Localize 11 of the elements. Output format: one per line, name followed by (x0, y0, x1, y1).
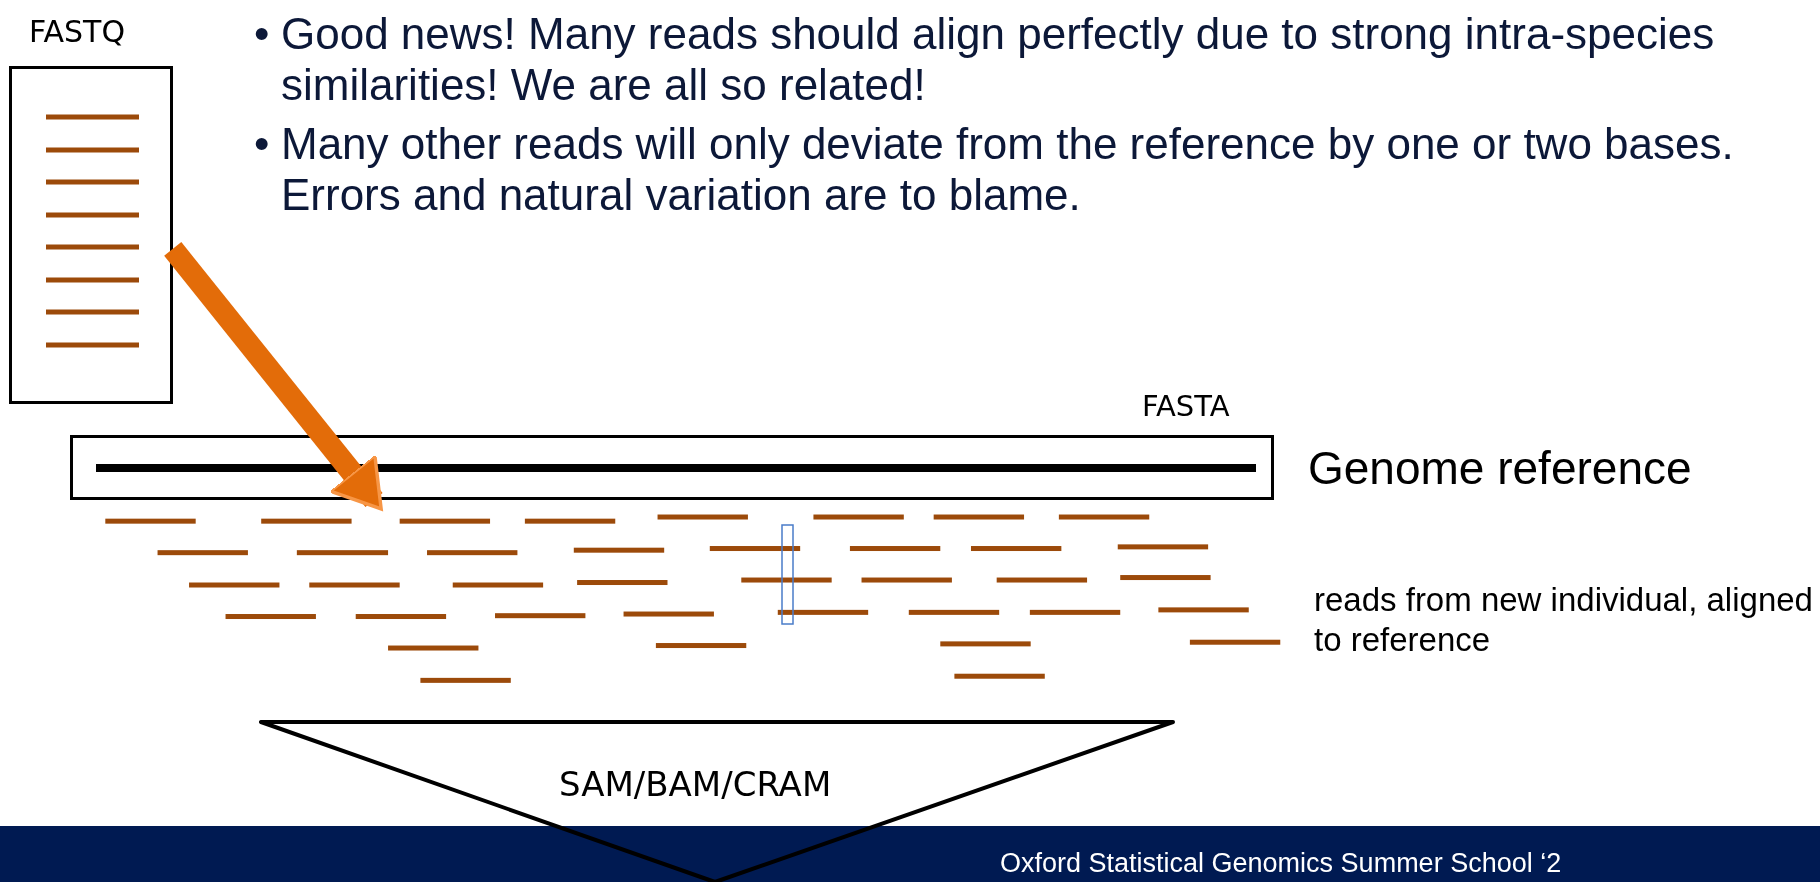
format-label: SAM/BAM/CRAM (559, 764, 832, 804)
bullet-text: Good news! Many reads should align perfectly due to strong intra-species similarities! We are all so related! (281, 8, 1716, 110)
file-label: FASTQ (29, 14, 125, 49)
reference-label: Genome reference (1308, 441, 1692, 495)
reads-label: reads from new individual, aligned to reference (1314, 580, 1814, 660)
file-label: FASTA (1142, 389, 1230, 423)
bullet-text: Many other reads will only deviate from the reference by one or two bases. Errors and natural variation are to blame. (281, 118, 1735, 220)
footer-text: Oxford Statistical Genomics Summer School ‘2 (1000, 848, 1562, 879)
bullet-marker: • (254, 8, 270, 59)
bullet-marker: • (254, 118, 270, 169)
arrow (164, 242, 383, 511)
